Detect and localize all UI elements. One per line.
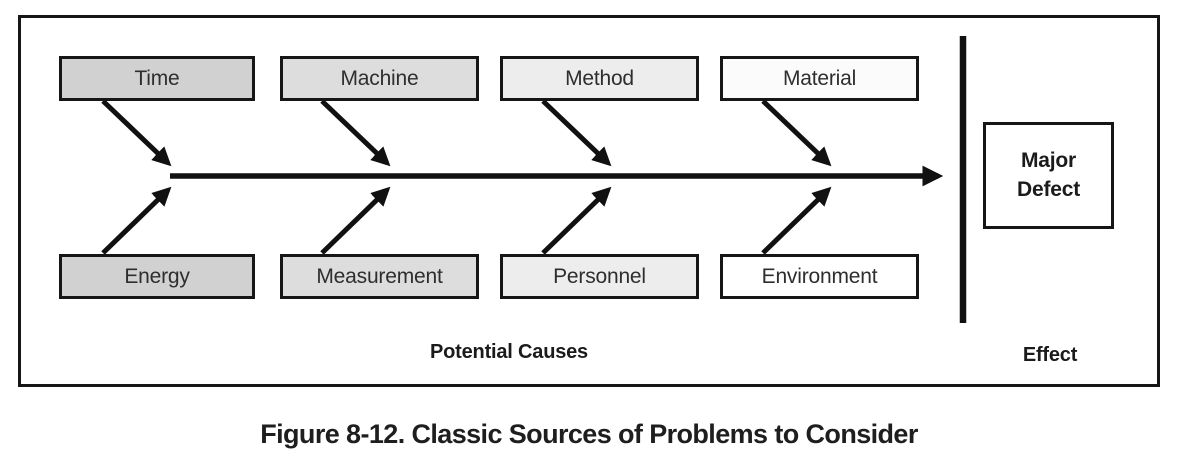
cause-label-measurement: Measurement: [316, 264, 443, 288]
cause-label-personnel: Personnel: [553, 264, 646, 288]
cause-box-method: Method: [500, 56, 699, 101]
cause-label-energy: Energy: [124, 264, 190, 288]
cause-label-material: Material: [782, 66, 857, 90]
cause-box-measurement: Measurement: [280, 254, 479, 299]
cause-box-personnel: Personnel: [500, 254, 699, 299]
cause-box-time: Time: [59, 56, 255, 101]
figure-caption: Figure 8-12. Classic Sources of Problems…: [260, 419, 918, 449]
effect-label: Effect: [1022, 344, 1078, 366]
potential-causes-label: Potential Causes: [430, 341, 588, 363]
effect-box-major-defect: Major Defect: [983, 122, 1114, 229]
cause-box-energy: Energy: [59, 254, 255, 299]
cause-label-machine: Machine: [340, 66, 419, 90]
cause-box-material: Material: [720, 56, 919, 101]
cause-label-environment: Environment: [761, 264, 878, 288]
effect-box-line1: Major: [1020, 149, 1076, 173]
cause-box-machine: Machine: [280, 56, 479, 101]
cause-label-method: Method: [565, 66, 634, 90]
cause-box-environment: Environment: [720, 254, 919, 299]
effect-box-line2: Defect: [1017, 177, 1080, 201]
cause-label-time: Time: [134, 66, 180, 90]
